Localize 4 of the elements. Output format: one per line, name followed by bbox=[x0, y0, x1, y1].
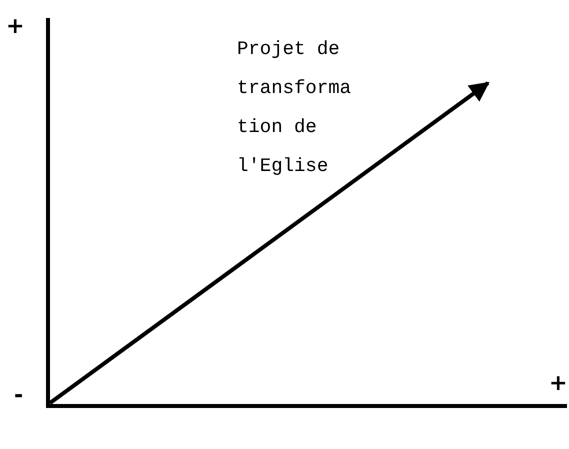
annotation-text: Projet de transforma tion de l'Eglise bbox=[237, 37, 352, 179]
axis-sign: + bbox=[549, 373, 568, 395]
axis-sign: - bbox=[14, 385, 24, 407]
axis-sign: + bbox=[6, 16, 24, 38]
